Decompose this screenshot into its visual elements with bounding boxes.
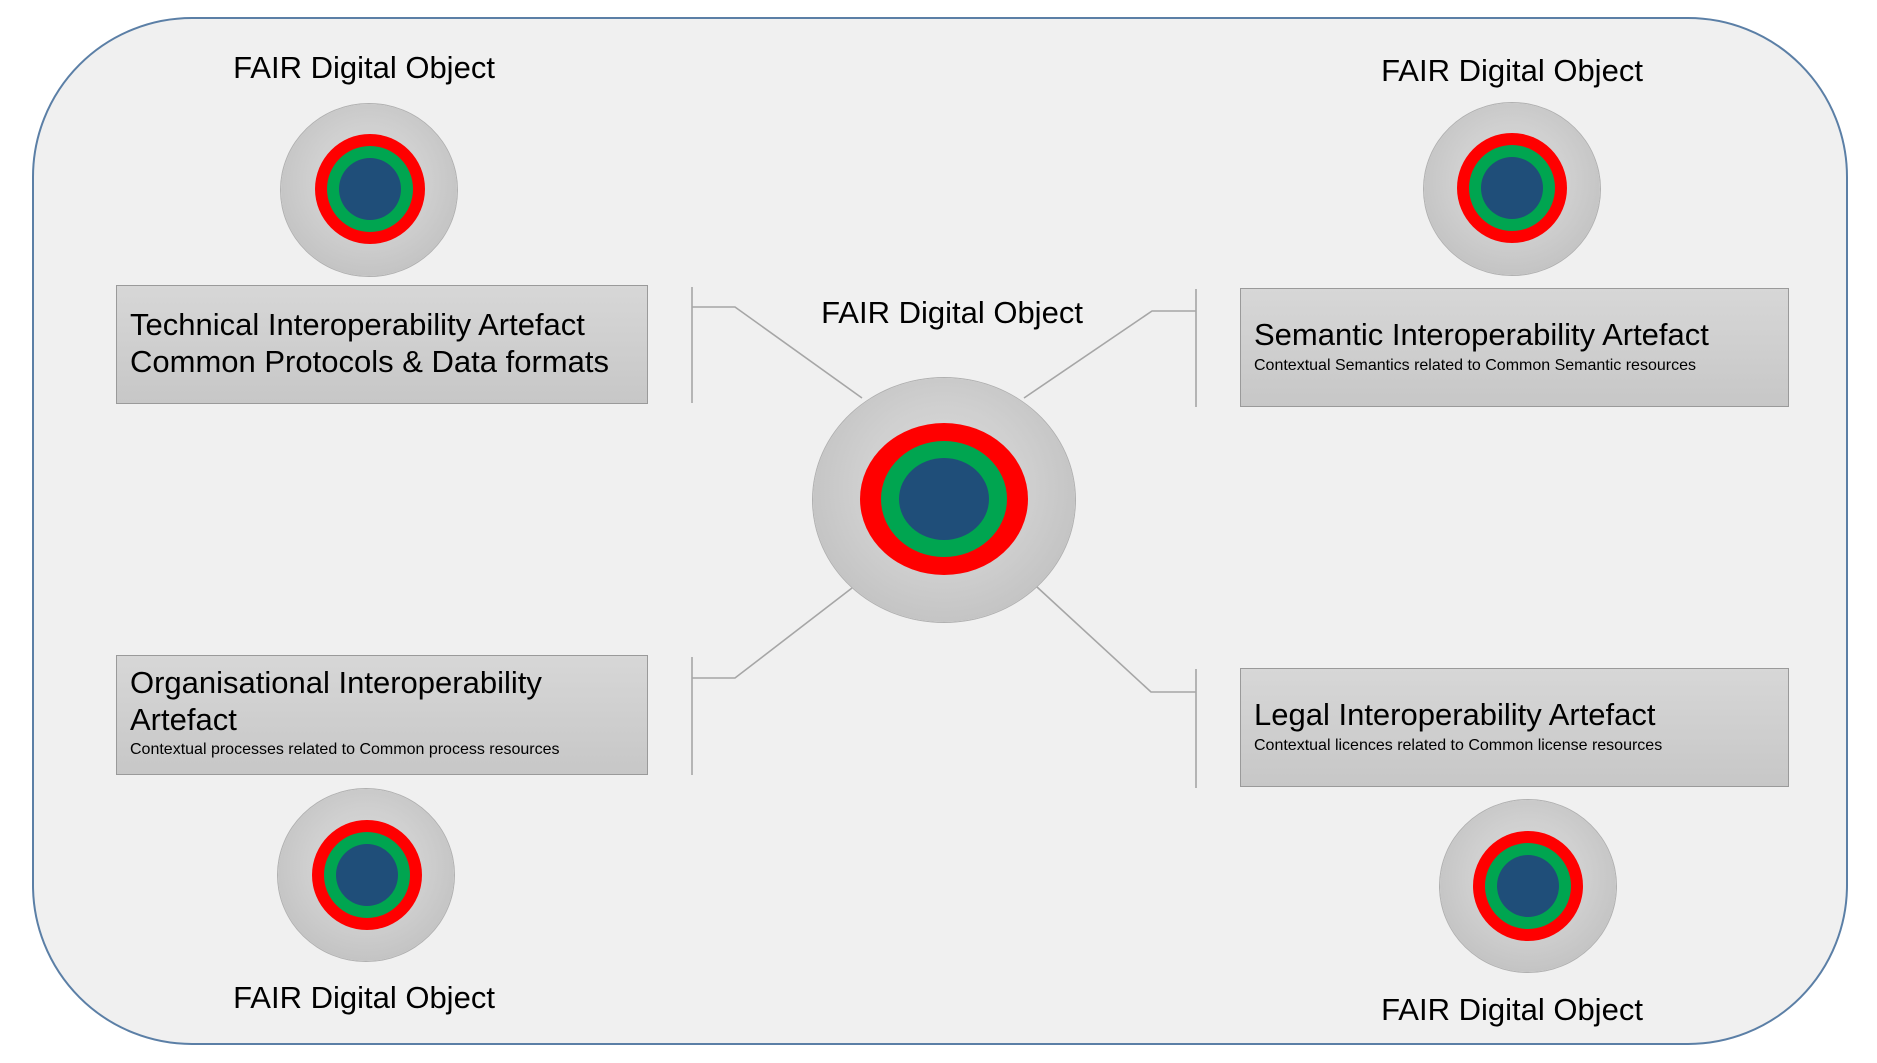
fdo-label-top-left: FAIR Digital Object: [233, 50, 495, 85]
fdo-core: [899, 458, 989, 540]
organisational-artefact-title: Organisational Interoperability Artefact: [130, 665, 542, 738]
fdo-core: [1481, 157, 1543, 219]
fdo-core: [1497, 855, 1559, 917]
fdo-core: [339, 158, 401, 220]
fdo-icon-bottom-left: [278, 789, 454, 961]
legal-artefact-title: Legal Interoperability Artefact: [1254, 697, 1656, 732]
fdo-icon-center: [813, 378, 1075, 622]
legal-artefact-subtitle: Contextual licences related to Common li…: [1254, 737, 1663, 755]
fdo-label-top-right: FAIR Digital Object: [1381, 53, 1643, 88]
fdo-icon-bottom-right: [1440, 800, 1616, 972]
fdo-core: [336, 844, 398, 906]
fdo-icon-top-right: [1424, 103, 1600, 275]
semantic-artefact-box: Semantic Interoperability Artefact Conte…: [1240, 288, 1789, 407]
technical-artefact-subtitle: Common Protocols & Data formats: [130, 344, 609, 380]
technical-artefact-box: Technical Interoperability Artefact Comm…: [116, 285, 648, 404]
legal-artefact-box: Legal Interoperability Artefact Contextu…: [1240, 668, 1789, 787]
semantic-artefact-subtitle: Contextual Semantics related to Common S…: [1254, 357, 1696, 375]
semantic-artefact-title: Semantic Interoperability Artefact: [1254, 317, 1709, 352]
organisational-artefact-subtitle: Contextual processes related to Common p…: [130, 741, 560, 759]
fdo-label-center: FAIR Digital Object: [821, 295, 1083, 330]
fdo-icon-top-left: [281, 104, 457, 276]
technical-artefact-title: Technical Interoperability Artefact: [130, 307, 585, 342]
organisational-artefact-box: Organisational Interoperability Artefact…: [116, 655, 648, 775]
fdo-label-bottom-right: FAIR Digital Object: [1381, 992, 1643, 1027]
fdo-label-bottom-left: FAIR Digital Object: [233, 980, 495, 1015]
